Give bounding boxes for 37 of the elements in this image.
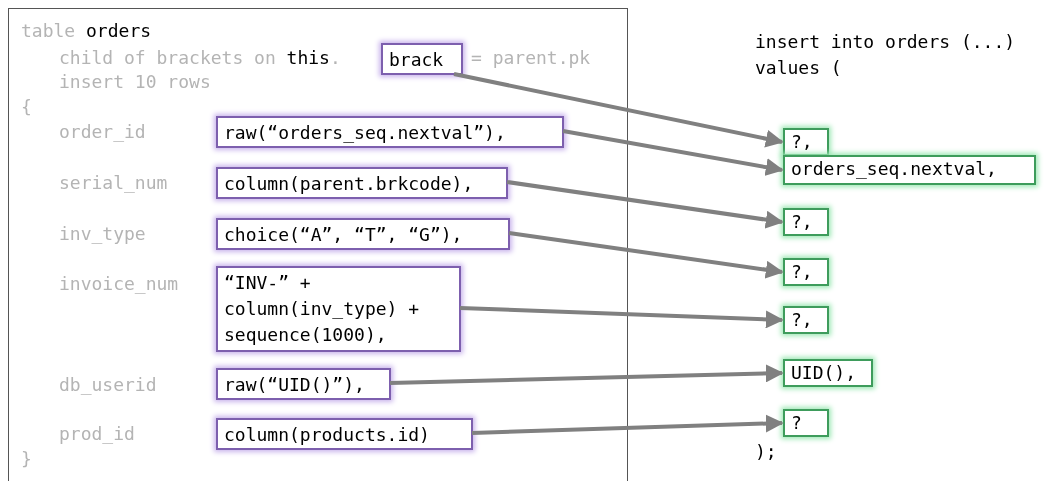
arrow (508, 231, 784, 279)
code-line: prod_id (59, 423, 135, 445)
code-expression-box: raw(“UID()”), (216, 368, 391, 400)
arrow (506, 180, 784, 229)
code-line: inv_type (59, 223, 146, 245)
sql-value-box: ?, (783, 128, 829, 156)
arrow (459, 306, 784, 329)
code-expression-box: brack (381, 43, 463, 75)
sql-value-box: orders_seq.nextval, (783, 155, 1036, 185)
code-expression-box: raw(“orders_seq.nextval”), (216, 116, 564, 148)
code-expression-box: “INV-” + column(inv_type) + sequence(1000), (216, 266, 461, 352)
code-line: order_id (59, 121, 146, 143)
arrow (389, 364, 784, 385)
code-line: { (21, 96, 32, 118)
arrow (471, 414, 784, 435)
sql-code-line: values ( (755, 56, 842, 80)
code-line: } (21, 448, 32, 470)
code-line: db_userid (59, 374, 157, 396)
code-expression-box: column(parent.brkcode), (216, 167, 508, 199)
code-line: table orders (21, 20, 152, 42)
sql-code-line: insert into orders (...) (755, 30, 1016, 54)
sql-value-box: ?, (783, 306, 829, 334)
code-expression-box: column(products.id) (216, 418, 473, 450)
code-line: invoice_num (59, 273, 179, 295)
sql-value-box: ?, (783, 258, 829, 286)
sql-value-box: UID(), (783, 359, 873, 387)
code-line: = parent.pk (471, 47, 591, 69)
sql-value-box: ? (783, 409, 829, 437)
arrow (453, 72, 784, 148)
code-line: child of brackets on this. (59, 47, 341, 69)
code-line: serial_num (59, 172, 168, 194)
code-panel (8, 8, 628, 481)
code-expression-box: choice(“A”, “T”, “G”), (216, 218, 510, 250)
code-line: insert 10 rows (59, 71, 211, 93)
arrow (562, 129, 784, 176)
sql-code-line: ); (755, 440, 777, 464)
sql-value-box: ?, (783, 208, 829, 236)
